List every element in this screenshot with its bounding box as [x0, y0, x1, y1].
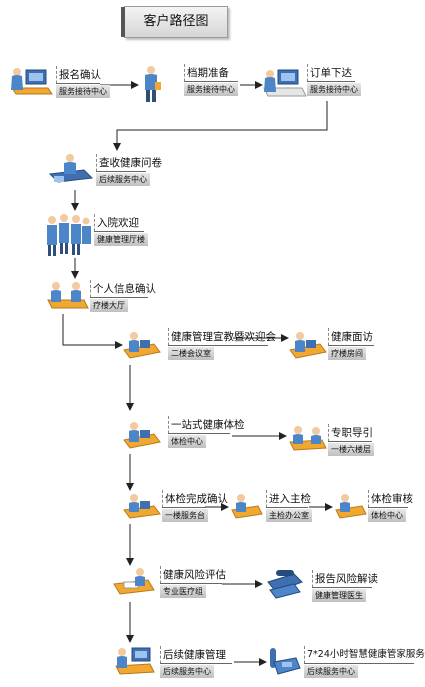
step-label: 档期准备 [187, 67, 229, 79]
location-label: 体检中心 [368, 509, 406, 522]
step-label: 入院欢迎 [97, 217, 139, 229]
step-label: 进入主检 [269, 493, 311, 505]
person-at-desk-icon [113, 568, 155, 595]
step-label: 体检完成确认 [165, 493, 228, 505]
location-label: 疗楼房间 [328, 347, 366, 360]
step-label: 健康管理宣教暨欢迎会 [171, 331, 276, 343]
person-at-desk-icon [123, 494, 161, 519]
location-label: 健康管理医生 [312, 589, 366, 602]
location-label: 服务接待中心 [56, 85, 110, 98]
location-label: 后续服务中心 [96, 173, 150, 186]
step-label: 健康风险评估 [163, 569, 226, 581]
telephone-icon [270, 648, 301, 675]
title-accent-bar [121, 7, 125, 37]
location-label: 后续服务中心 [304, 665, 358, 678]
location-label: 一楼服务台 [162, 509, 208, 522]
person-at-desk-icon [123, 422, 161, 449]
location-label: 一楼六楼层 [328, 443, 374, 456]
step-label: 订单下达 [310, 67, 352, 79]
group-of-people-icon [47, 214, 91, 256]
location-label: 服务接待中心 [307, 83, 361, 96]
arrow-n3-n4 [113, 101, 328, 151]
person-standing-icon [145, 66, 161, 102]
step-label: 报名确认 [59, 69, 101, 81]
step-label: 专职导引 [331, 427, 373, 439]
person-at-computer-icon [11, 68, 53, 95]
two-people-at-desk-icon [47, 282, 89, 309]
person-at-computer-icon [263, 69, 307, 97]
two-people-at-desk-icon [289, 426, 327, 451]
diagram-title-text: 客户路径图 [143, 14, 209, 29]
location-label: 体检中心 [168, 435, 206, 448]
location-label: 后续服务中心 [160, 665, 214, 678]
location-label: 二楼会议室 [168, 347, 214, 360]
step-label: 体检审核 [371, 493, 413, 505]
person-at-desk-icon [289, 332, 327, 359]
step-label: 7*24小时智慧健康管家服务 [307, 649, 425, 660]
person-at-desk-icon [48, 154, 94, 183]
location-label: 主检办公室 [266, 509, 312, 522]
diagram-title: 客户路径图 [121, 6, 228, 38]
step-label: 报告风险解读 [315, 573, 378, 585]
step-label: 后续健康管理 [163, 649, 226, 661]
step-label: 个人信息确认 [93, 283, 156, 295]
arrow-n6-n7 [62, 314, 123, 349]
step-label: 查收健康问卷 [99, 157, 162, 169]
location-label: 疗楼大厅 [90, 299, 128, 312]
person-at-desk-icon [231, 494, 263, 519]
telephone-icon [267, 570, 303, 599]
location-label: 健康管理厅楼 [94, 233, 148, 246]
location-label: 专业医疗组 [160, 585, 206, 598]
step-label: 健康面访 [331, 331, 373, 343]
person-at-computer-icon [115, 647, 155, 675]
person-at-desk-icon [123, 332, 161, 359]
person-at-desk-icon [335, 494, 367, 519]
location-label: 服务接待中心 [184, 83, 238, 96]
step-label: 一站式健康体检 [171, 419, 245, 431]
